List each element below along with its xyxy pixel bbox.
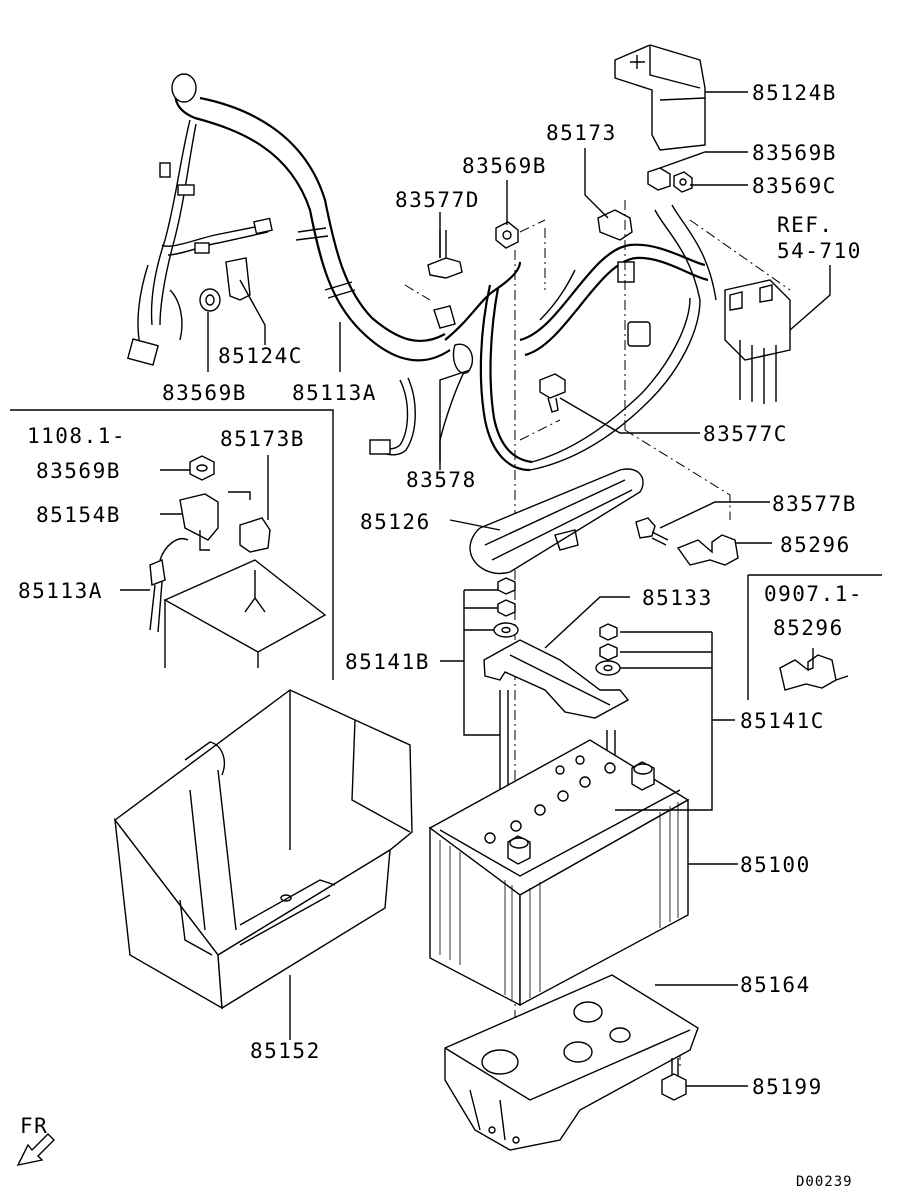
label-85113A-inset: 85113A xyxy=(18,579,103,603)
bolt-83577B xyxy=(635,517,669,546)
arrow-down-left-icon xyxy=(16,1133,55,1166)
nut-83569B-center xyxy=(495,221,519,249)
label-ref-number: 54-710 xyxy=(777,239,862,263)
inset-1108-box xyxy=(10,409,334,680)
battery-tray-85152 xyxy=(114,689,413,1010)
label-85199: 85199 xyxy=(752,1075,823,1099)
label-85124C: 85124C xyxy=(218,344,303,368)
part-labels: 85124B 85173 83569B 83569B 83569C 83577D… xyxy=(18,81,863,1187)
washers-85141C xyxy=(595,623,621,676)
label-83569B-top: 83569B xyxy=(752,141,837,165)
label-ref: REF. xyxy=(777,213,834,237)
label-83569C: 83569C xyxy=(752,174,837,198)
inset-0907-box xyxy=(747,574,882,700)
battery-85100 xyxy=(428,739,690,1007)
terminal-cover-part xyxy=(614,44,706,151)
label-drawing-id: D00239 xyxy=(796,1174,853,1187)
label-85152: 85152 xyxy=(250,1039,321,1063)
label-83569B-left: 83569B xyxy=(162,381,247,405)
label-83569B-center: 83569B xyxy=(462,154,547,178)
label-variant-1108: 1108.1- xyxy=(27,424,126,448)
label-85296-inset: 85296 xyxy=(773,616,844,640)
label-83569B-inset: 83569B xyxy=(36,459,121,483)
label-85141C: 85141C xyxy=(740,709,825,733)
label-85296: 85296 xyxy=(780,533,851,557)
hold-down-bar-85133 xyxy=(483,639,630,719)
battery-cover-85126 xyxy=(469,468,644,575)
bracket-85296 xyxy=(676,534,739,566)
label-85113A-top: 85113A xyxy=(292,381,377,405)
label-83577B: 83577B xyxy=(772,492,857,516)
label-85100: 85100 xyxy=(740,853,811,877)
label-front: FR xyxy=(20,1114,48,1138)
battery-cable-harness xyxy=(126,73,717,472)
washers-85141B xyxy=(493,577,519,638)
bolt-83577D xyxy=(427,230,463,279)
label-83577D: 83577D xyxy=(395,188,480,212)
ref-connector-block xyxy=(724,279,791,404)
label-85124B: 85124B xyxy=(752,81,837,105)
label-85133: 85133 xyxy=(642,586,713,610)
label-83577C: 83577C xyxy=(703,422,788,446)
label-83578: 83578 xyxy=(406,468,477,492)
label-variant-0907: 0907.1- xyxy=(764,582,863,606)
bolt-85199 xyxy=(661,1058,687,1101)
label-85154B: 85154B xyxy=(36,503,121,527)
leader-lines xyxy=(120,91,831,1087)
bracket-85173 xyxy=(597,209,633,241)
label-85164: 85164 xyxy=(740,973,811,997)
nuts-top-right xyxy=(647,167,693,193)
label-85126: 85126 xyxy=(360,510,431,534)
label-85173: 85173 xyxy=(546,121,617,145)
label-85141B: 85141B xyxy=(345,650,430,674)
bolt-83577C xyxy=(539,373,566,413)
label-85173B: 85173B xyxy=(220,427,305,451)
battery-bracket-85164 xyxy=(444,974,699,1151)
